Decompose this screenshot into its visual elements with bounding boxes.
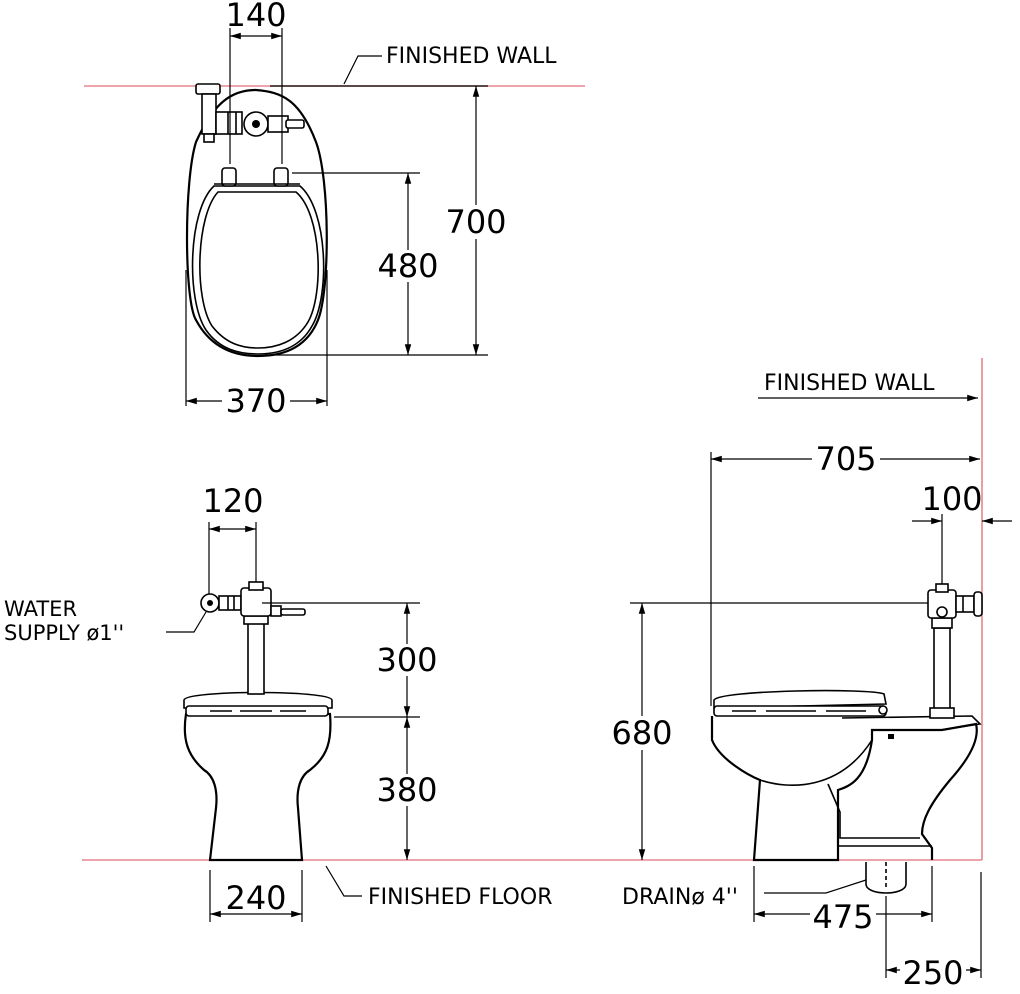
dim-140-label: 140: [225, 0, 286, 34]
dim-300-bg: [374, 644, 440, 676]
top-view: FINISHED WALL 140: [84, 0, 585, 420]
dim-370-label: 370: [225, 382, 286, 420]
dim-475-label: 475: [812, 898, 873, 936]
dim-380-bg: [374, 774, 440, 806]
top-wall-leader: [343, 55, 382, 85]
side-seat-hinge: [878, 705, 888, 715]
side-drain-pipe: [865, 862, 907, 894]
water-supply-label-2: SUPPLY ø1'': [4, 621, 124, 645]
dim-680-label: 680: [611, 714, 672, 752]
drain-leader: [764, 879, 867, 894]
dim-250-label: 250: [902, 954, 963, 992]
dim-300-label: 300: [376, 641, 437, 679]
side-pipe-base: [929, 707, 955, 719]
dim-705-bg: [812, 442, 880, 474]
dim-380-label: 380: [376, 771, 437, 809]
top-flush-valve: [195, 83, 305, 143]
top-hinge-right: [273, 167, 289, 187]
side-bowl-inner: [759, 739, 873, 786]
finished-floor-label: FINISHED FLOOR: [368, 885, 552, 910]
dim-705-label: 705: [815, 440, 876, 478]
front-flush-pipe: [247, 621, 265, 695]
side-wall-label: FINISHED WALL: [764, 371, 935, 396]
side-deck-mark: [888, 734, 894, 739]
top-seat-inner: [199, 191, 319, 349]
dim-480-bg: [376, 250, 440, 282]
side-view: FINISHED WALL 705 100: [608, 358, 1012, 992]
dim-120-label: 120: [202, 482, 263, 520]
front-seat: [183, 691, 333, 709]
water-supply-leader: [166, 611, 207, 633]
drain-label: DRAINø 4'': [622, 885, 738, 910]
dim-680-bg: [608, 716, 676, 750]
floor-leader: [325, 865, 362, 897]
water-supply-label-1: WATER: [4, 597, 77, 621]
dim-700-bg: [446, 205, 508, 239]
dim-240-label: 240: [225, 879, 286, 917]
side-seat-lid: [713, 689, 887, 709]
front-flush-valve: [200, 581, 306, 617]
front-view: WATER SUPPLY ø1'' 120 300 380 240 FINISH…: [4, 482, 982, 922]
dim-240-bg: [222, 882, 290, 912]
top-bowl-outline: [185, 88, 328, 358]
front-bowl: [183, 712, 332, 862]
side-pipe-nut: [931, 617, 953, 629]
side-flush-valve: [927, 583, 983, 619]
side-deck: [841, 715, 982, 731]
front-pipe-nut: [243, 615, 269, 625]
dim-250-bg: [900, 956, 966, 988]
top-hinge-left: [221, 167, 237, 187]
dim-700-label: 700: [445, 203, 506, 241]
dim-475-bg: [810, 900, 876, 930]
top-wall-label: FINISHED WALL: [386, 44, 557, 69]
dim-100-label: 100: [921, 480, 982, 518]
dim-370-bg: [222, 386, 290, 416]
side-bowl-trap: [827, 783, 920, 839]
side-flush-pipe: [933, 627, 951, 711]
dim-480-label: 480: [377, 247, 438, 285]
top-seat: [191, 185, 325, 355]
